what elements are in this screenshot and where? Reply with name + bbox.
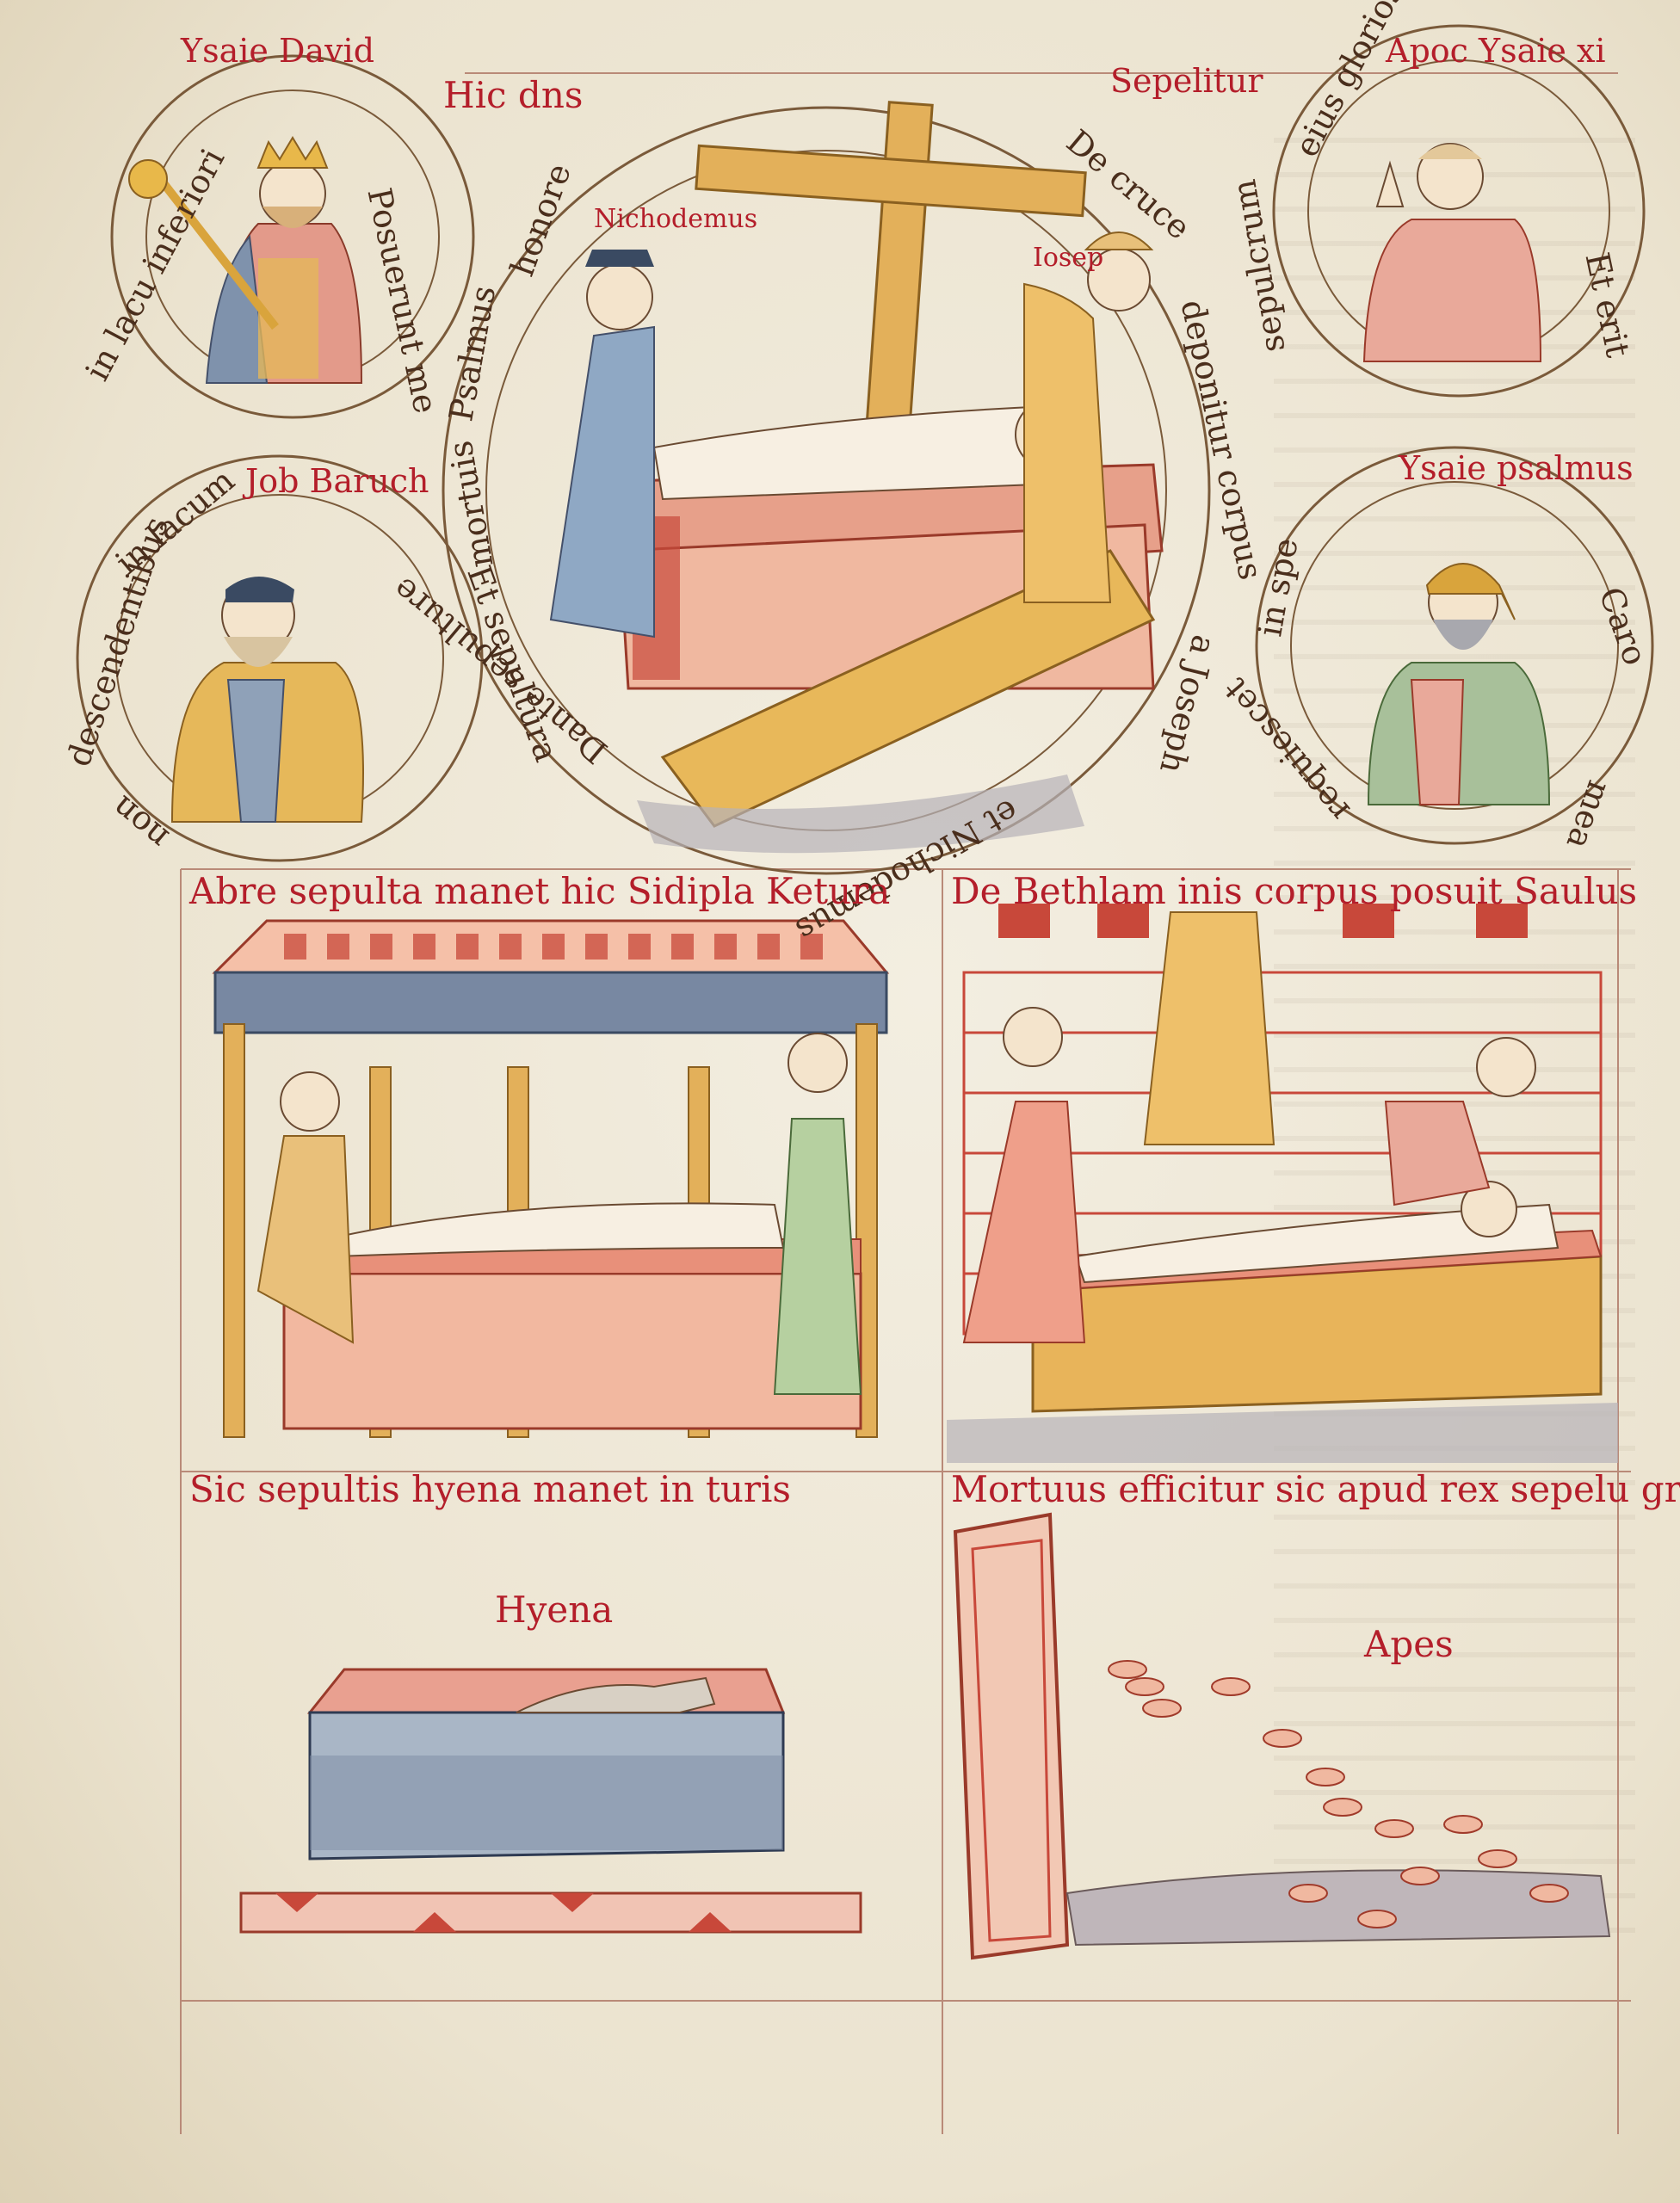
roundel-mid-right-title: Ysaie psalmus xyxy=(1399,449,1634,487)
roundel-mid-left xyxy=(76,454,484,862)
panel-hyena-tomb xyxy=(239,1668,862,1934)
roundel-center-title: Hic dns xyxy=(443,74,584,116)
panel-bethlehem-caption: De Bethlam inis corpus posuit Saulus xyxy=(951,870,1638,912)
roundel-top-left xyxy=(110,54,475,419)
bleed-through-text xyxy=(1274,138,1635,1945)
roundel-mid-right xyxy=(1255,446,1654,845)
roundel-top-right xyxy=(1272,24,1646,398)
roundel-center-ring-sepelitur: Sepelitur xyxy=(1110,62,1263,100)
ruling-lines xyxy=(180,72,1631,2134)
roundel-center-name-left: Nichodemus xyxy=(594,204,758,234)
roundel-top-right-title: Apoc Ysaie xi xyxy=(1386,32,1606,70)
roundel-top-left-title: Ysaie David xyxy=(181,32,375,70)
panel-bees-caption: Mortuus efficitur sic apud rex sepelu gr… xyxy=(951,1468,1680,1510)
panel-hyena-caption: Sic sepultis hyena manet in turis xyxy=(189,1468,791,1510)
roundel-mid-left-title: Job Baruch xyxy=(245,462,429,500)
roundel-center-name-right: Iosep xyxy=(1033,243,1104,273)
panel-abraham-caption: Abre sepulta manet hic Sidipla Ketura xyxy=(189,870,891,912)
panel-hyena-label: Hyena xyxy=(495,1589,614,1631)
panel-abraham-tomb xyxy=(212,919,890,1438)
panel-bethlehem-tomb xyxy=(947,904,1618,1463)
roundel-center xyxy=(442,101,1211,875)
panel-bees-label: Apes xyxy=(1364,1623,1454,1665)
panel-bees-coffin xyxy=(953,1512,1611,1960)
